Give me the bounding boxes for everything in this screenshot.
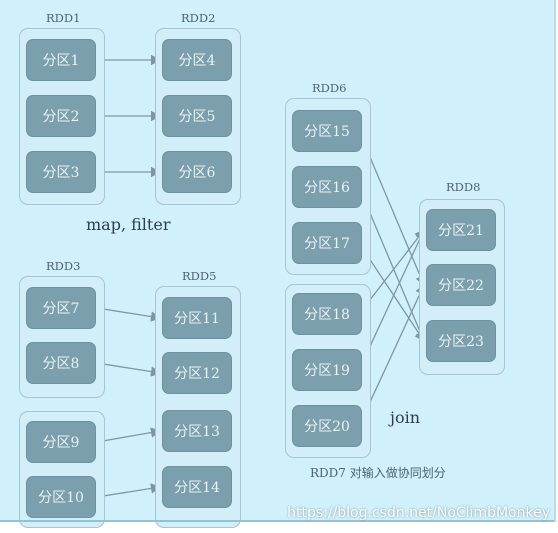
partition-18: 分区18	[292, 293, 362, 335]
edge-p8-p12	[96, 362, 162, 377]
rdd1-label: RDD1	[46, 11, 81, 25]
partition-19: 分区19	[292, 349, 362, 391]
partition-21: 分区21	[426, 209, 496, 251]
rdd8-label: RDD8	[446, 180, 481, 194]
partition-5: 分区5	[162, 95, 232, 137]
partition-10: 分区10	[26, 476, 96, 518]
partition-17: 分区17	[292, 222, 362, 264]
bottom-border	[0, 520, 554, 522]
partition-12: 分区12	[162, 352, 232, 394]
partition-1: 分区1	[26, 39, 96, 81]
partition-14: 分区14	[162, 466, 232, 508]
partition-3: 分区3	[26, 151, 96, 193]
rdd3-label: RDD3	[46, 259, 81, 273]
join-label: join	[390, 408, 421, 427]
rdd6-label: RDD6	[312, 81, 347, 95]
partition-23: 分区23	[426, 320, 496, 362]
partition-22: 分区22	[426, 264, 496, 306]
partition-2: 分区2	[26, 95, 96, 137]
edge-p10-p14	[96, 483, 162, 498]
partition-4: 分区4	[162, 39, 232, 81]
rdd5-label: RDD5	[182, 269, 217, 283]
partition-20: 分区20	[292, 405, 362, 447]
partition-9: 分区9	[26, 421, 96, 463]
watermark: https://blog.csdn.net/NoClimbMonkey	[287, 505, 550, 521]
partition-15: 分区15	[292, 110, 362, 152]
rdd2-label: RDD2	[181, 11, 216, 25]
edge-p7-p11	[96, 307, 162, 322]
partition-6: 分区6	[162, 151, 232, 193]
partition-7: 分区7	[26, 287, 96, 329]
partition-16: 分区16	[292, 166, 362, 208]
rdd7-caption: RDD7 对输入做协同划分	[310, 466, 446, 480]
partition-13: 分区13	[162, 410, 232, 452]
map-filter-label: map, filter	[86, 215, 171, 234]
partition-11: 分区11	[162, 297, 232, 339]
edge-p9-p13	[96, 427, 162, 443]
partition-8: 分区8	[26, 342, 96, 384]
